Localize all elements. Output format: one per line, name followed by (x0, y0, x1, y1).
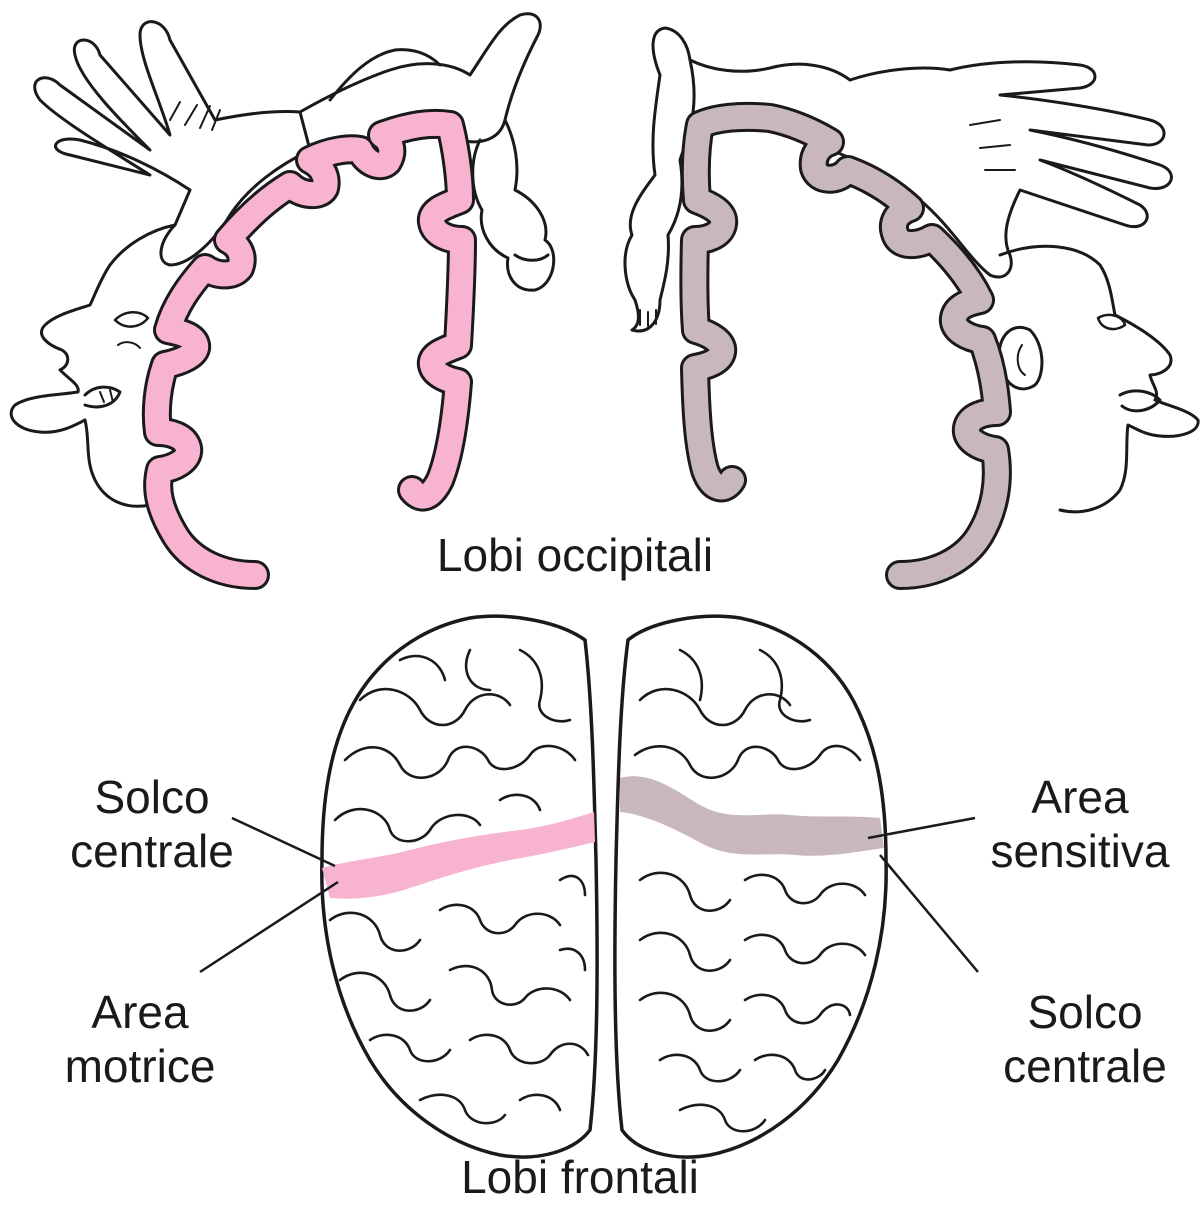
label-occipital-lobes: Lobi occipitali (436, 529, 714, 581)
leader-left-area (199, 880, 339, 974)
left-hemisphere (320, 614, 599, 1159)
label-motor-area: Area motrice (64, 986, 216, 1092)
sensory-cortex-band (679, 101, 1012, 590)
label-sensory-area: Area sensitiva (990, 771, 1170, 877)
leader-right-sulcus (879, 854, 979, 973)
motor-cortex-band (141, 108, 477, 590)
label-right-central-sulcus: Solco centrale (1003, 986, 1167, 1092)
label-frontal-lobes: Lobi frontali (461, 1151, 699, 1203)
leader-right-area (867, 816, 976, 840)
motor-homunculus (9, 12, 556, 508)
leader-left-sulcus (231, 816, 336, 868)
label-left-central-sulcus: Solco centrale (70, 771, 234, 877)
leader-lines (199, 816, 979, 974)
right-hemisphere (613, 614, 888, 1159)
